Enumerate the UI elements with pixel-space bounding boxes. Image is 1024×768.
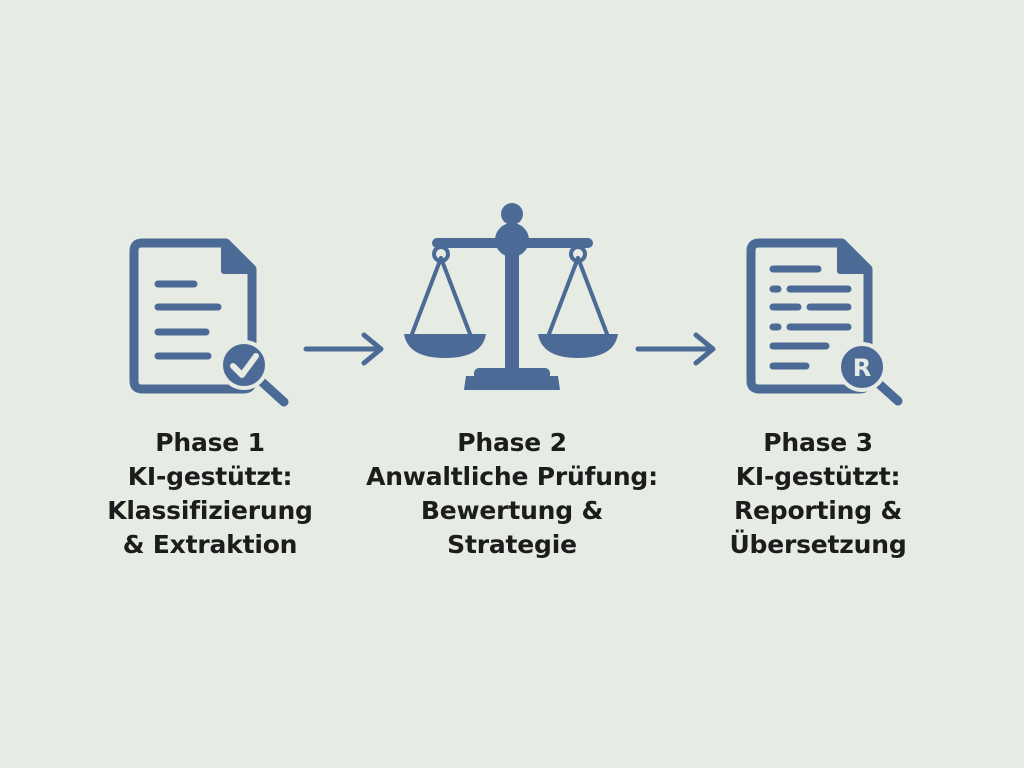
phase-1-line-1: KI-gestützt: [127,462,293,491]
arrow-right-icon [303,332,384,366]
phase-3-line-1: KI-gestützt: [735,462,901,491]
phase-2-line-1: Anwaltliche Prüfung: [366,462,658,491]
report-badge-letter: R [853,354,871,382]
phase-1-line-2: Klassifizierung [107,496,313,525]
phase-1-title: Phase 1 [155,428,265,457]
phase-3-label: Phase 3 KI-gestützt: Reporting & Überset… [658,426,978,562]
document-check-magnifier-icon [129,238,289,407]
phase-3-title: Phase 3 [763,428,873,457]
balance-scale-icon [404,203,618,390]
phase-2-line-2: Bewertung & [420,496,604,525]
arrow-right-icon [635,332,716,366]
phase-2-line-3: Strategie [447,530,577,559]
phase-3-line-3: Übersetzung [729,530,907,559]
phase-2-label: Phase 2 Anwaltliche Prüfung: Bewertung &… [352,426,672,562]
phase-2-title: Phase 2 [457,428,567,457]
phase-1-line-3: & Extraktion [122,530,298,559]
phase-3-line-2: Reporting & [733,496,903,525]
document-report-magnifier-icon: R [746,238,903,406]
phase-1-label: Phase 1 KI-gestützt: Klassifizierung & E… [50,426,370,562]
